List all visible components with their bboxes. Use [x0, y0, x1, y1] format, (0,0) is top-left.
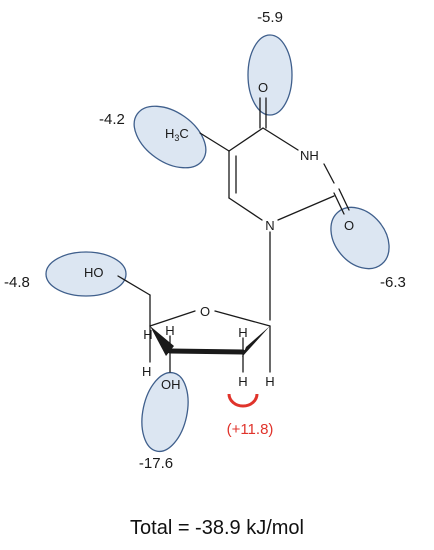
pyrimidine-ring: [199, 97, 350, 221]
sugar-ring: [117, 275, 271, 373]
atom-ring-o: O: [200, 304, 210, 319]
hydroxymethyl-ellipse: [45, 251, 127, 297]
atom-hydroxymethyl: HO: [84, 265, 104, 280]
atom-h-c2-down: H: [238, 374, 247, 389]
energy-hydroxyl: -17.6: [139, 455, 173, 472]
atom-h-c3: H: [165, 323, 174, 338]
methyl-subscript: 3: [174, 133, 179, 143]
atom-methyl: H3C: [165, 126, 189, 143]
atom-h-c4-up: H: [143, 327, 152, 342]
hydroxyl-ellipse: [141, 371, 189, 453]
carbonyl-right-ellipse: [330, 206, 390, 270]
energy-c2-hydrogen: (+11.8): [227, 421, 274, 438]
carbonyl-top-ellipse: [247, 34, 293, 116]
atom-carbonyl-top-o: O: [258, 80, 268, 95]
atom-h-c1: H: [265, 374, 274, 389]
atom-hydroxyl: OH: [161, 377, 181, 392]
energy-hydroxymethyl: -4.8: [4, 274, 30, 291]
methyl-h: H: [165, 126, 174, 141]
atom-h-c4-down: H: [142, 364, 151, 379]
repulsion-arc: [227, 393, 259, 408]
energy-carbonyl-top: -5.9: [257, 9, 283, 26]
energy-methyl: -4.2: [99, 111, 125, 128]
total-energy: Total = -38.9 kJ/mol: [130, 517, 304, 539]
atom-n1: N: [265, 218, 274, 233]
atom-nh: NH: [300, 148, 319, 163]
methyl-c: C: [179, 126, 188, 141]
atom-h-c2-up: H: [238, 325, 247, 340]
methyl-ellipse: [133, 105, 207, 169]
energy-carbonyl-right: -6.3: [380, 274, 406, 291]
atom-carbonyl-right-o: O: [344, 218, 354, 233]
